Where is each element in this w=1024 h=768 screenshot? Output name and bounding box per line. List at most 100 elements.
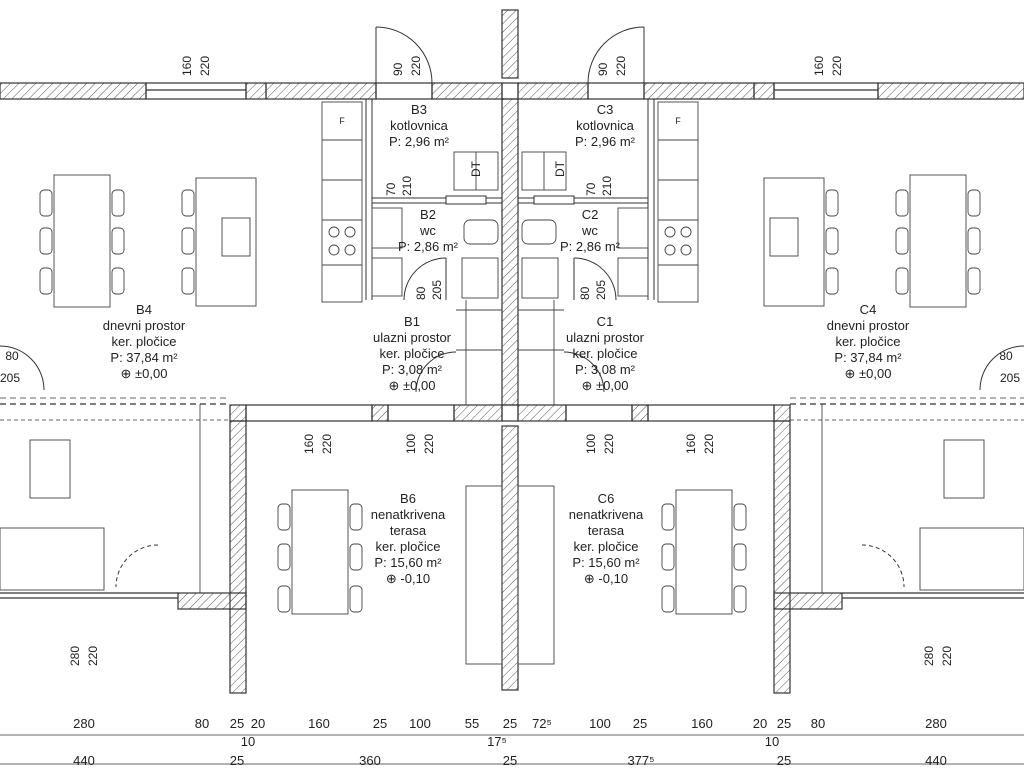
chair xyxy=(661,543,675,571)
dim-row1-11: 25 xyxy=(632,716,648,731)
room-area: P: 3,08 m² xyxy=(575,362,635,377)
dim-row1-7: 55 xyxy=(464,716,480,731)
door-width: 90 xyxy=(391,62,405,76)
room-code: B2 xyxy=(420,207,436,222)
room-name: kotlovnica xyxy=(390,118,448,133)
vent-width: 70 xyxy=(584,182,598,196)
chair xyxy=(967,267,981,295)
room-b3-label: B3 kotlovnica P: 2,96 m² xyxy=(389,102,449,150)
door-swings xyxy=(0,26,1024,588)
dim-row1-6: 100 xyxy=(409,716,431,731)
top-wall xyxy=(0,82,1024,100)
chair xyxy=(967,189,981,217)
dim-row1-14: 25 xyxy=(776,716,792,731)
chair xyxy=(895,227,909,255)
door-width: 100 xyxy=(404,433,418,454)
room-area: P: 15,60 m² xyxy=(374,555,442,570)
window-height: 220 xyxy=(830,55,844,76)
room-area: P: 2,96 m² xyxy=(389,134,449,149)
room-name: ulazni prostor xyxy=(372,330,452,345)
room-code: B1 xyxy=(404,314,420,329)
vent-width: 70 xyxy=(384,182,398,196)
dim-row1-sub-0: 10 xyxy=(240,734,256,749)
room-code: C2 xyxy=(581,207,599,222)
side-door-height: 205 xyxy=(0,371,21,385)
room-c4-label: C4 dnevni prostor ker. pločice P: 37,84 … xyxy=(827,302,909,382)
dim-row1-4: 160 xyxy=(308,716,330,731)
room-floor: ker. pločice xyxy=(835,334,901,349)
room-code: C6 xyxy=(597,491,615,506)
side-door-width: 80 xyxy=(999,349,1013,363)
chair xyxy=(825,189,839,217)
chair xyxy=(39,227,53,255)
door-height: 205 xyxy=(594,279,608,300)
chair xyxy=(181,227,195,255)
room-name: nenatkrivena xyxy=(370,507,446,522)
room-floor: ker. pločice xyxy=(573,539,639,554)
chair xyxy=(733,503,747,531)
chair xyxy=(825,267,839,295)
room-area: P: 37,84 m² xyxy=(110,350,178,365)
chair xyxy=(349,543,363,571)
door-width: 80 xyxy=(414,286,428,300)
furniture xyxy=(0,174,1024,665)
room-code: C4 xyxy=(859,302,877,317)
interior-walls xyxy=(365,99,655,300)
dim-row1-5: 25 xyxy=(372,716,388,731)
dim-row2-5: 25 xyxy=(776,753,792,768)
chair xyxy=(277,543,291,571)
chair xyxy=(277,503,291,531)
chair xyxy=(349,585,363,613)
room-area: P: 3,08 m² xyxy=(382,362,442,377)
dim-row1-3: 20 xyxy=(250,716,266,731)
sanitary-fixtures xyxy=(453,151,567,405)
fridge-label: F xyxy=(339,116,345,126)
chair xyxy=(825,227,839,255)
room-code: B6 xyxy=(400,491,416,506)
chair xyxy=(111,267,125,295)
room-code: C3 xyxy=(596,102,614,117)
chair xyxy=(349,503,363,531)
door-width: 100 xyxy=(584,433,598,454)
chair xyxy=(181,267,195,295)
room-name: nenatkrivena xyxy=(568,507,644,522)
dim-row1-0: 280 xyxy=(73,716,95,731)
room-area: P: 37,84 m² xyxy=(834,350,902,365)
room-name: terasa xyxy=(389,523,427,538)
door-height: 220 xyxy=(614,55,628,76)
dim-row1-15: 80 xyxy=(810,716,826,731)
room-c3-label: C3 kotlovnica P: 2,96 m² xyxy=(575,102,635,150)
chair xyxy=(661,503,675,531)
dim-row1-16: 280 xyxy=(925,716,947,731)
room-c2-label: C2 wc P: 2,86 m² xyxy=(560,207,620,255)
chair xyxy=(967,227,981,255)
room-name: ulazni prostor xyxy=(565,330,645,345)
side-door-height: 205 xyxy=(999,371,1021,385)
dim-row1-2: 25 xyxy=(229,716,245,731)
dim-row1-13: 20 xyxy=(752,716,768,731)
chair xyxy=(39,189,53,217)
chair xyxy=(661,585,675,613)
room-b6-label: B6 nenatkrivena terasa ker. pločice P: 1… xyxy=(371,491,445,587)
room-area: P: 2,86 m² xyxy=(398,239,458,254)
vent-height: 210 xyxy=(600,175,614,196)
dim-row1-9: 72⁵ xyxy=(532,716,552,731)
window-width: 280 xyxy=(922,645,936,666)
room-area: P: 15,60 m² xyxy=(572,555,640,570)
dt-label: DT xyxy=(469,161,483,177)
door-height: 220 xyxy=(422,433,436,454)
dim-row1-12: 160 xyxy=(691,716,713,731)
room-level: ⊕ ±0,00 xyxy=(120,366,168,381)
chairs xyxy=(39,189,981,613)
dim-row2-6: 440 xyxy=(925,753,947,768)
room-b1-label: B1 ulazni prostor ker. pločice P: 3,08 m… xyxy=(373,314,451,394)
room-area: P: 2,86 m² xyxy=(560,239,620,254)
room-code: C1 xyxy=(596,314,614,329)
room-code: B4 xyxy=(136,302,152,317)
door-width: 80 xyxy=(578,286,592,300)
window-height: 220 xyxy=(702,433,716,454)
dim-row1-1: 80 xyxy=(194,716,210,731)
party-wall xyxy=(501,9,519,691)
window-height: 220 xyxy=(940,645,954,666)
chair xyxy=(111,227,125,255)
